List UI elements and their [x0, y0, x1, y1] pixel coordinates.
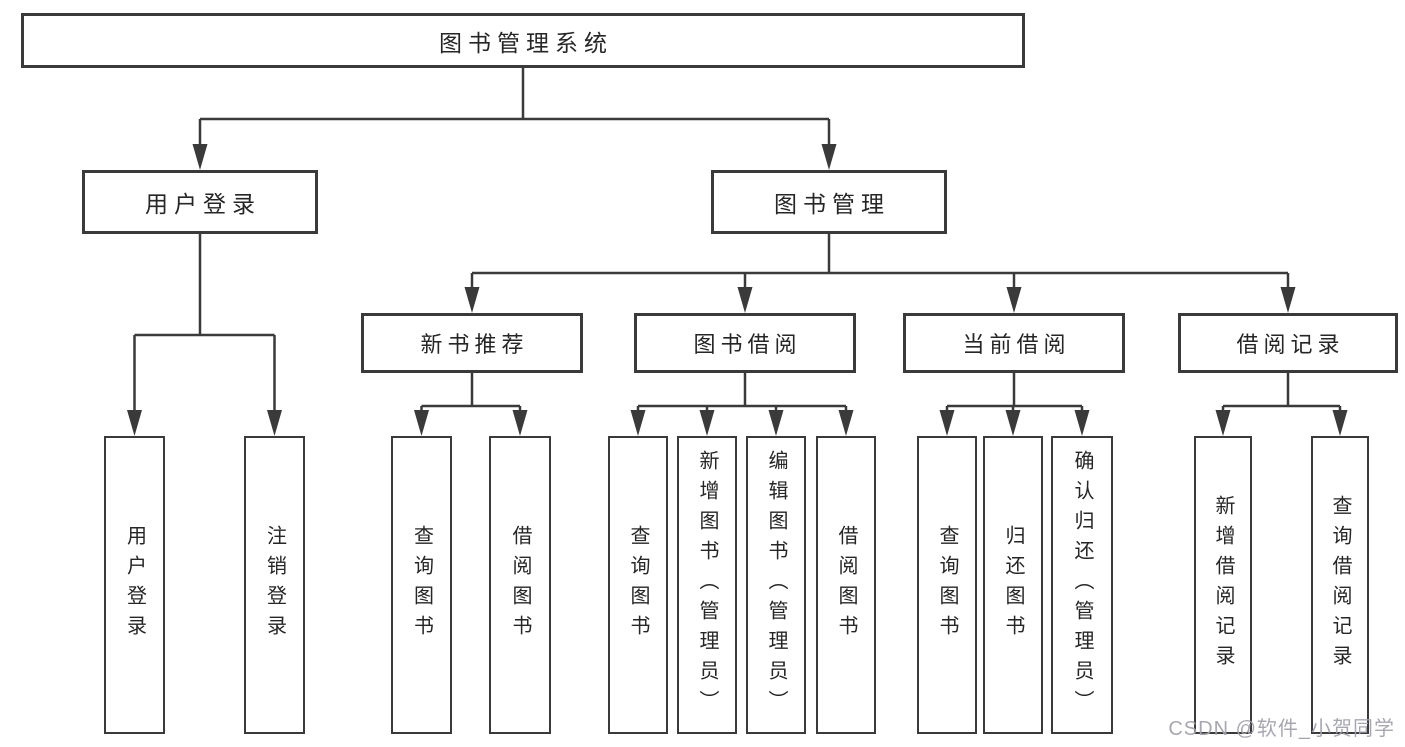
leaf-label: 归还图书 — [1002, 525, 1024, 645]
leaf-borrow-books-recommend: 借阅图书 — [489, 436, 551, 734]
node-library-management-system: 图书管理系统 — [21, 13, 1025, 68]
leaf-label: 新增借阅记录 — [1212, 495, 1234, 675]
leaf-add-borrow-record: 新增借阅记录 — [1194, 436, 1252, 734]
leaf-user-login: 用户登录 — [104, 436, 165, 734]
node-label: 图书管理系统 — [439, 29, 613, 56]
node-label: 新书推荐 — [420, 332, 529, 357]
leaf-logout-login: 注销登录 — [244, 436, 305, 734]
node-book-management: 图书管理 — [711, 170, 947, 234]
leaf-label: 查询图书 — [627, 525, 649, 645]
leaf-query-borrow-record: 查询借阅记录 — [1311, 436, 1369, 734]
leaf-label: 查询图书 — [936, 525, 958, 645]
leaf-label: 编辑图书（管理员） — [765, 450, 787, 720]
leaf-query-books-borrowing: 查询图书 — [608, 436, 668, 734]
node-label: 当前借阅 — [962, 332, 1071, 357]
leaf-edit-books-admin: 编辑图书（管理员） — [746, 436, 806, 734]
leaf-label: 借阅图书 — [835, 525, 857, 645]
node-new-book-recommendation: 新书推荐 — [361, 313, 583, 373]
leaf-label: 查询图书 — [410, 525, 433, 645]
leaf-confirm-return-admin: 确认归还（管理员） — [1051, 436, 1113, 734]
node-label: 图书管理 — [774, 191, 890, 217]
leaf-query-books-recommend: 查询图书 — [391, 436, 452, 734]
node-borrowing-records: 借阅记录 — [1178, 313, 1398, 373]
leaf-label: 注销登录 — [263, 525, 286, 645]
node-current-borrowing: 当前借阅 — [903, 313, 1125, 373]
leaf-add-books-admin: 新增图书（管理员） — [677, 436, 737, 734]
leaf-label: 新增图书（管理员） — [696, 450, 718, 720]
leaf-borrow-books-borrowing: 借阅图书 — [816, 436, 876, 734]
leaf-label: 借阅图书 — [509, 525, 531, 645]
leaf-query-books-current: 查询图书 — [917, 436, 977, 734]
node-label: 图书借阅 — [693, 332, 802, 357]
leaf-label: 用户登录 — [123, 525, 146, 645]
watermark: CSDN @软件_小贺同学 — [1168, 718, 1395, 740]
node-label: 借阅记录 — [1236, 332, 1345, 357]
leaf-label: 确认归还（管理员） — [1071, 450, 1093, 720]
node-user-login: 用户登录 — [82, 170, 318, 234]
node-label: 用户登录 — [145, 191, 261, 217]
node-book-borrowing: 图书借阅 — [634, 313, 856, 373]
leaf-label: 查询借阅记录 — [1329, 495, 1351, 675]
leaf-return-books: 归还图书 — [983, 436, 1043, 734]
